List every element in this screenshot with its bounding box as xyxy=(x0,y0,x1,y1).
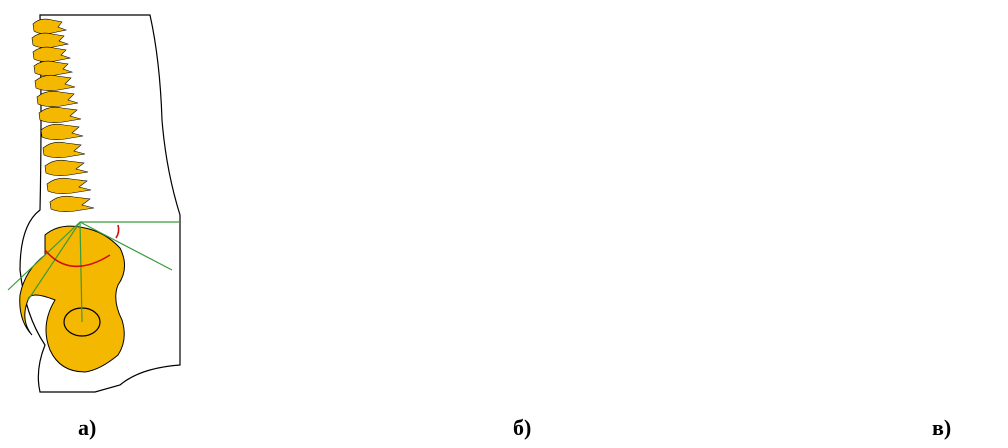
pelvis-a xyxy=(20,226,125,372)
caption-c: в) xyxy=(932,415,951,441)
caption-b: б) xyxy=(513,415,531,441)
spine-a xyxy=(32,19,94,212)
panel-a xyxy=(8,15,180,392)
caption-a: а) xyxy=(78,415,96,441)
